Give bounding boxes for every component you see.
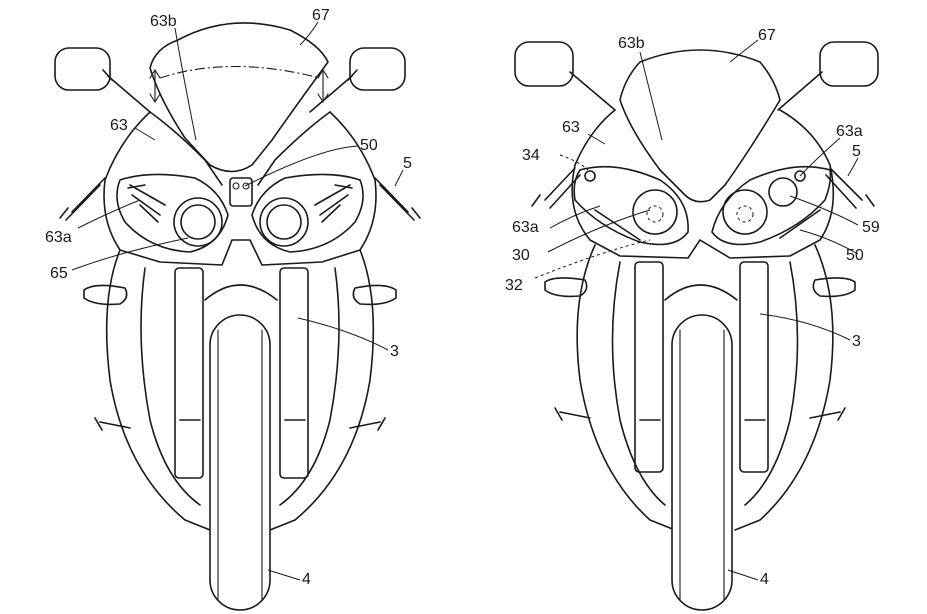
right-label-63a-left: 63a: [512, 219, 539, 236]
right-label-63a-top: 63a: [836, 123, 863, 140]
right-headlight-housing-left: [573, 165, 689, 246]
left-headlight-housing-right: [251, 173, 364, 253]
right-windscreen: [619, 49, 781, 203]
right-label-5: 5: [852, 143, 861, 160]
left-fork-left: [174, 267, 204, 479]
left-label-63: 63: [110, 117, 128, 134]
left-label-5: 5: [403, 155, 412, 172]
left-upper-cowl: [103, 111, 377, 266]
right-label-50: 50: [846, 247, 864, 264]
left-front-tire: [209, 314, 271, 611]
right-label-30: 30: [512, 247, 530, 264]
left-turn-signal-right: [352, 284, 397, 306]
right-label-4: 4: [760, 571, 769, 588]
right-lower-fairing: [576, 244, 834, 531]
left-label-63b: 63b: [150, 13, 177, 30]
right-headlight-housing-right: [711, 165, 832, 246]
left-label-50: 50: [360, 137, 378, 154]
left-fork-right: [279, 267, 309, 479]
left-label-65: 65: [50, 265, 68, 282]
right-label-63: 63: [562, 119, 580, 136]
left-lamp-left-outer: [173, 197, 223, 247]
right-label-67: 67: [758, 27, 776, 44]
left-turn-signal-left: [83, 284, 128, 306]
right-upper-cowl: [571, 109, 835, 259]
left-headlight-housing-left: [116, 173, 229, 253]
left-windscreen: [149, 22, 329, 173]
right-label-32: 32: [505, 277, 523, 294]
left-mirror-right: [309, 47, 406, 113]
right-front-tire: [671, 314, 733, 611]
left-label-63a: 63a: [45, 229, 72, 246]
right-label-59: 59: [862, 219, 880, 236]
left-motorcycle-figure: 63b 67 63 50 5 63a 65 3 4: [45, 7, 421, 611]
right-motorcycle-figure: 63b 67 63 34 63a 5 63a 59 30 50 32 3 4: [505, 27, 880, 611]
left-mirror-left: [54, 47, 151, 113]
right-label-34: 34: [522, 147, 540, 164]
left-label-67: 67: [312, 7, 330, 24]
right-label-3: 3: [852, 333, 861, 350]
left-label-3: 3: [390, 343, 399, 360]
left-lamp-right-outer: [259, 197, 309, 247]
left-label-4: 4: [302, 571, 311, 588]
left-lower-fairing: [105, 249, 375, 531]
right-label-63b: 63b: [618, 35, 645, 52]
